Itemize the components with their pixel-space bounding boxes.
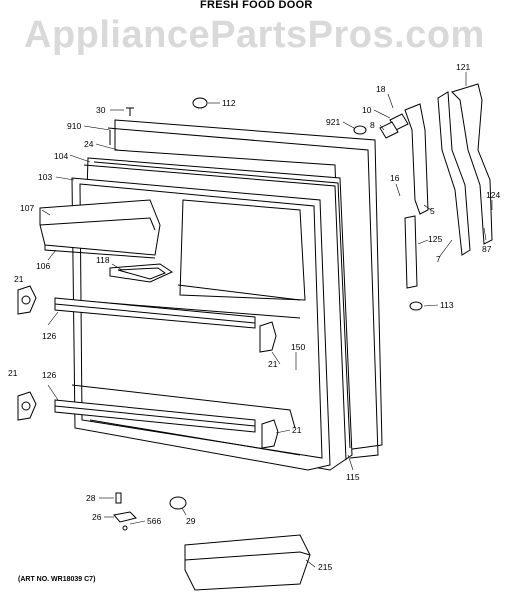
- label-87: 87: [482, 244, 492, 254]
- label-21-right-upper: 21: [268, 359, 278, 369]
- door-bin-215: [184, 534, 311, 591]
- label-10: 10: [362, 105, 372, 115]
- shelf-bar-lower: [54, 399, 256, 433]
- shelf-end-right-upper: [259, 321, 277, 353]
- part-28: [115, 492, 122, 504]
- label-24: 24: [84, 139, 94, 149]
- label-104: 104: [54, 151, 68, 161]
- cap-29: [169, 496, 187, 510]
- hinge-bracket-121: [451, 83, 493, 245]
- shelf-end-left-upper: [17, 285, 37, 315]
- shelf-bar-upper: [54, 297, 256, 329]
- hinge-bar-5: [404, 103, 429, 215]
- label-5: 5: [430, 206, 435, 216]
- plug-921: [353, 125, 367, 135]
- hinge-part-8: [379, 121, 399, 139]
- label-29: 29: [186, 516, 196, 526]
- label-16: 16: [390, 173, 400, 183]
- label-26: 26: [92, 512, 102, 522]
- label-126-upper: 126: [42, 331, 56, 341]
- hinge-bracket-7: [437, 91, 471, 256]
- label-8: 8: [370, 120, 375, 130]
- label-125: 125: [428, 234, 442, 244]
- hinge-cover-125: [404, 215, 418, 289]
- label-566: 566: [147, 516, 161, 526]
- label-215: 215: [318, 562, 332, 572]
- label-113: 113: [440, 300, 454, 310]
- label-107: 107: [20, 203, 34, 213]
- label-124: 124: [486, 190, 500, 200]
- label-103: 103: [38, 172, 52, 182]
- screw-566: [122, 525, 128, 531]
- label-18: 18: [376, 84, 386, 94]
- art-number: (ART NO. WR18039 C7): [18, 576, 96, 583]
- plug-112: [192, 97, 208, 109]
- label-30: 30: [96, 105, 106, 115]
- watermark: AppliancePartsPros.com: [24, 14, 485, 56]
- part-26: [113, 511, 137, 523]
- label-150: 150: [291, 342, 305, 352]
- label-921: 921: [326, 117, 340, 127]
- shelf-end-right-lower: [261, 419, 279, 449]
- dairy-bin: [39, 199, 161, 259]
- header: FRESH FOOD DOOR: [0, 0, 516, 14]
- screw-30: [126, 107, 134, 116]
- label-121: 121: [456, 62, 470, 72]
- label-115: 115: [346, 472, 360, 482]
- label-126-lower: 126: [42, 370, 56, 380]
- butter-tray: [109, 263, 174, 283]
- label-7: 7: [436, 254, 441, 264]
- hinge-pin-113: [409, 301, 423, 311]
- label-112: 112: [222, 98, 236, 108]
- label-21-right-lower: 21: [292, 425, 302, 435]
- label-910: 910: [67, 121, 81, 131]
- label-21-lower-left: 21: [8, 368, 18, 378]
- diagram-title: FRESH FOOD DOOR: [200, 0, 313, 11]
- label-28: 28: [86, 493, 96, 503]
- label-106: 106: [36, 261, 50, 271]
- label-21-upper-left: 21: [14, 274, 24, 284]
- label-118: 118: [96, 255, 110, 265]
- shelf-end-left-lower: [17, 391, 37, 421]
